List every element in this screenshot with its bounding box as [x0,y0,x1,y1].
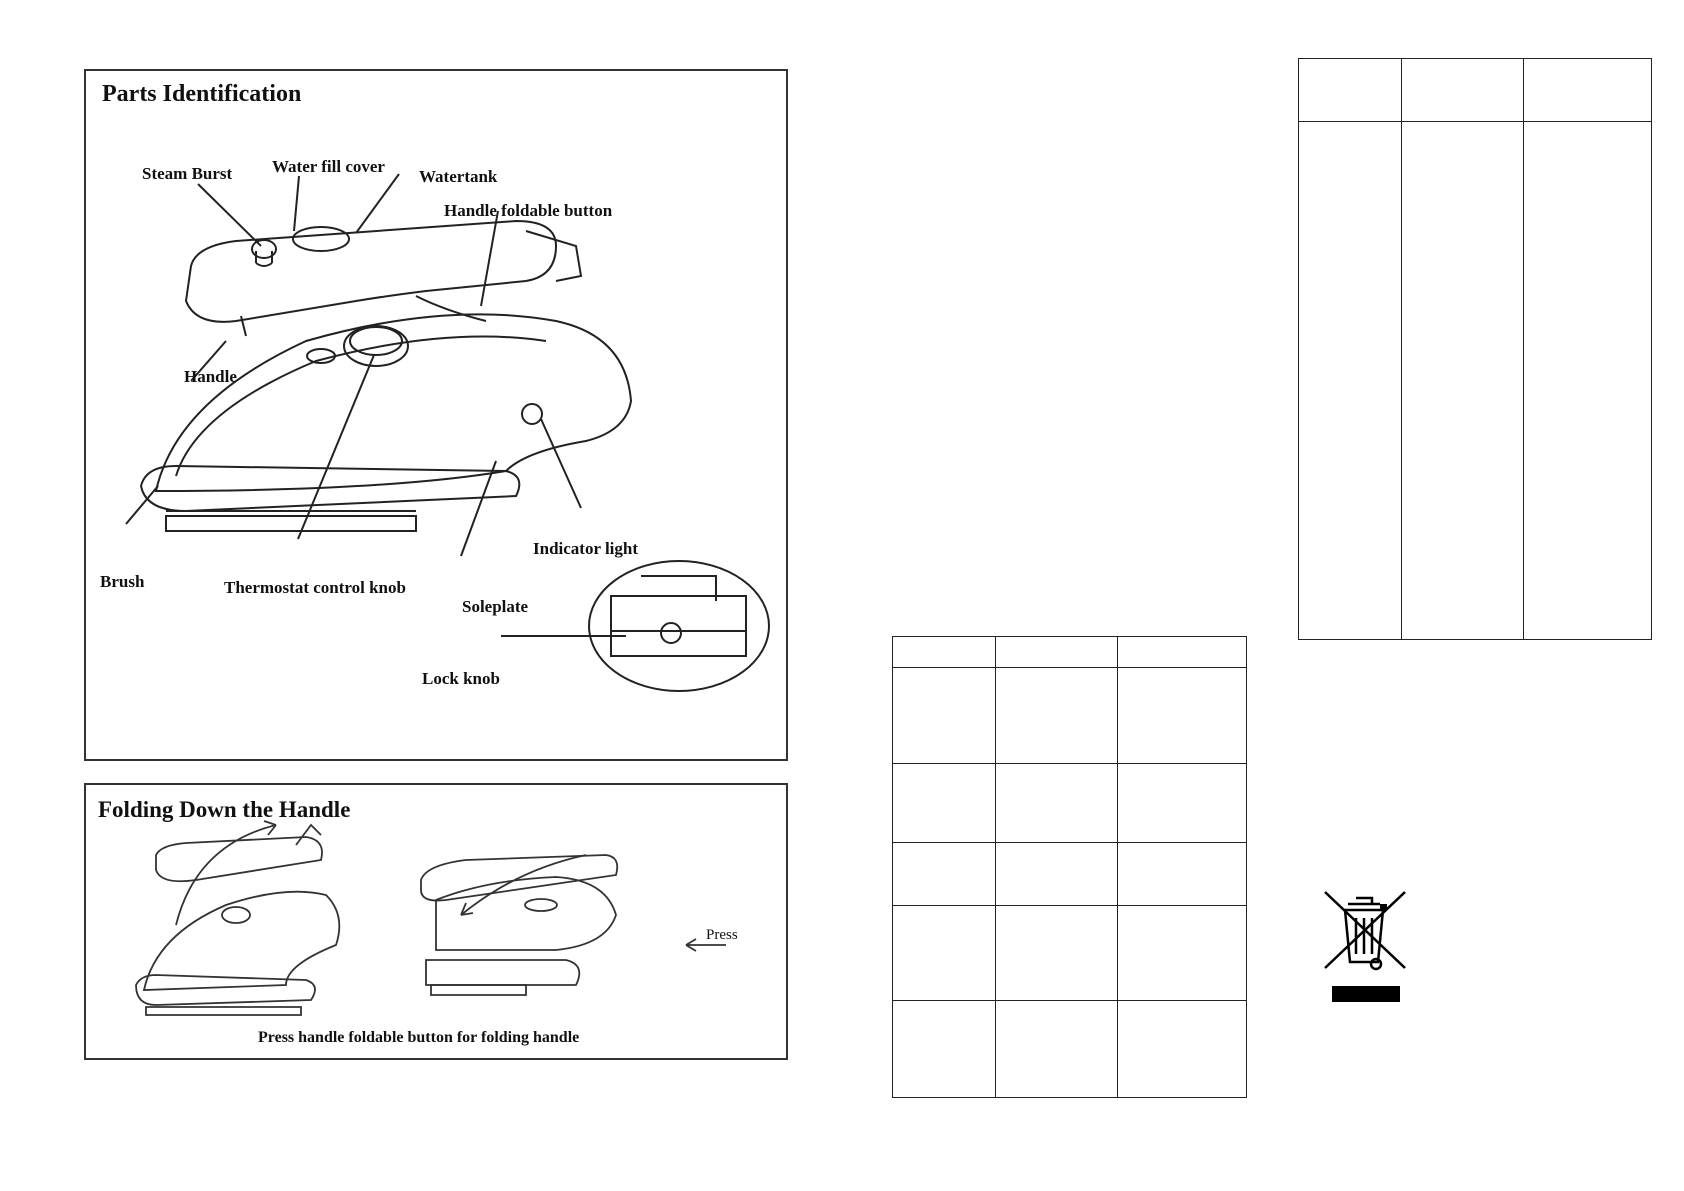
table-cell [994,842,1119,906]
label-steam-burst: Steam Burst [142,164,233,183]
table-cell [1117,905,1247,1001]
table-cell [994,667,1119,764]
label-watertank: Watertank [419,167,498,186]
label-handle: Handle [184,367,237,386]
folding-handle-panel: Folding Down the Handle Pr [84,783,788,1060]
table-cell [994,1000,1119,1098]
table-cell [1117,636,1247,668]
label-indicator-light: Indicator light [533,539,639,558]
table-cell [1298,121,1402,640]
table-cell [1298,58,1402,122]
table-cell [892,636,996,668]
parts-identification-panel: Parts Identification [84,69,788,761]
table-cell [892,667,996,764]
steam-iron-parts-diagram [125,173,770,692]
empty-table-right [1298,58,1652,640]
table-cell [1400,58,1525,122]
press-label: Press [706,927,738,943]
label-thermostat-control-knob: Thermostat control knob [224,578,406,597]
label-soleplate: Soleplate [462,597,529,616]
table-cell [892,763,996,843]
table-cell [1400,121,1525,640]
label-lock-knob: Lock knob [422,669,500,688]
empty-table-center [892,636,1247,1098]
table-cell [892,905,996,1001]
table-cell [1117,842,1247,906]
table-cell [1523,58,1652,122]
table-cell [892,1000,996,1098]
table-cell [994,905,1119,1001]
folding-panel-title: Folding Down the Handle [98,797,351,822]
table-cell [1523,121,1652,640]
label-brush: Brush [100,572,145,591]
weee-crossed-bin-icon [1324,891,1406,1002]
table-cell [994,636,1119,668]
folding-handle-diagram [135,820,726,1016]
table-cell [994,763,1119,843]
label-water-fill-cover: Water fill cover [272,157,385,176]
table-cell [892,842,996,906]
label-handle-foldable-button: Handle foldable button [444,201,613,220]
table-cell [1117,667,1247,764]
table-cell [1117,763,1247,843]
folding-caption: Press handle foldable button for folding… [258,1029,580,1046]
table-cell [1117,1000,1247,1098]
parts-panel-title: Parts Identification [102,81,302,107]
